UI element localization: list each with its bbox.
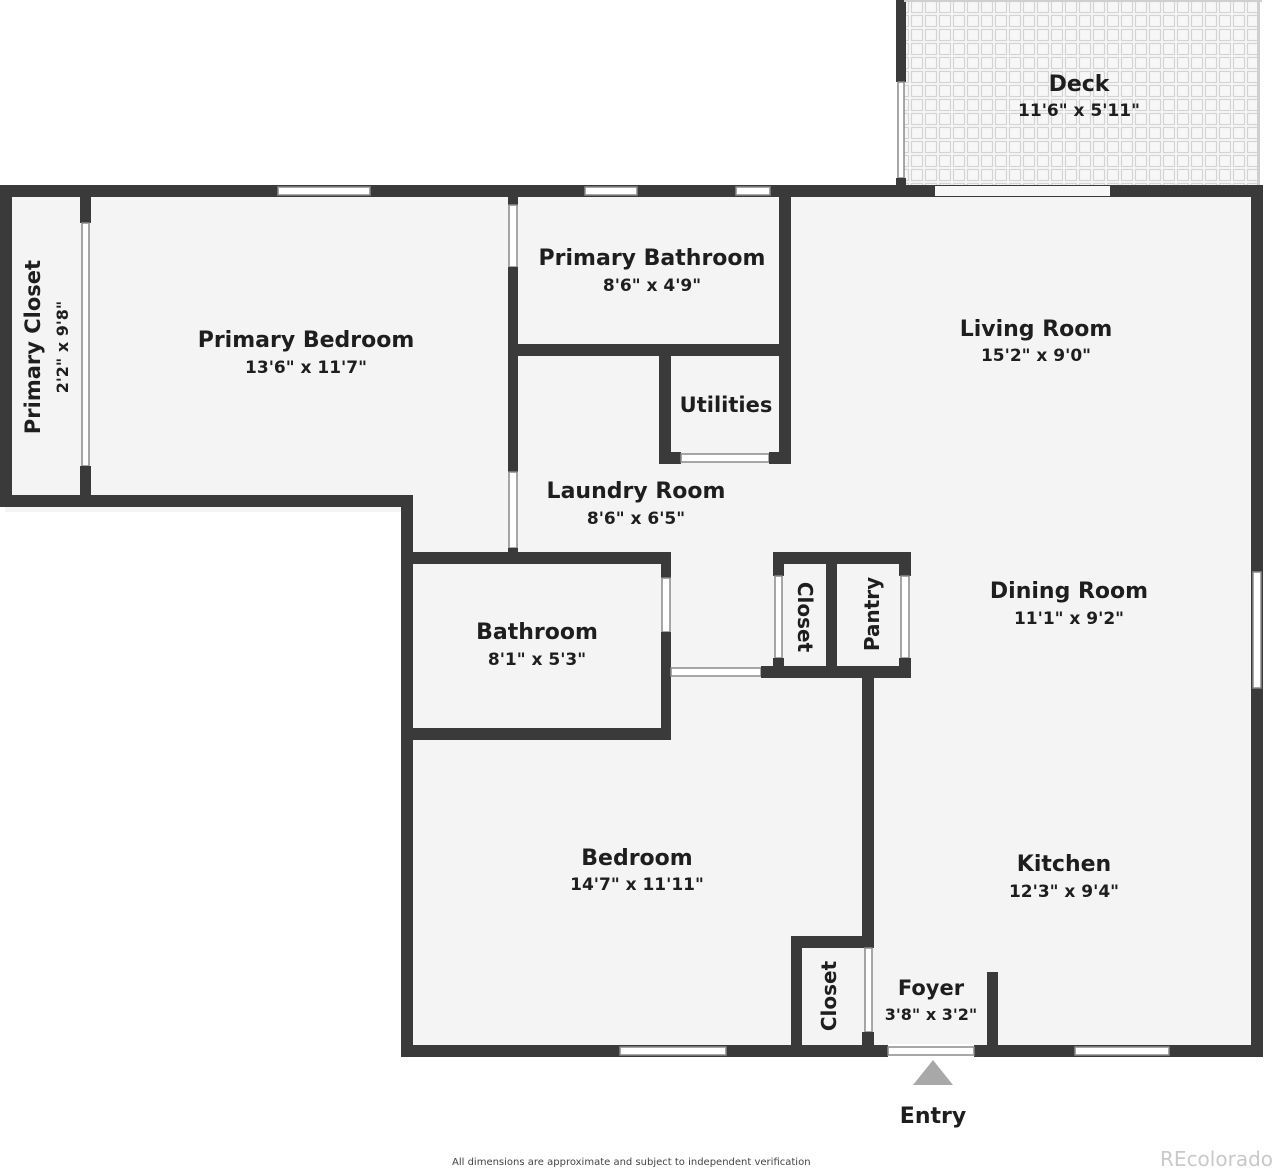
kitchen-name: Kitchen	[1017, 852, 1111, 877]
utilities-name: Utilities	[680, 393, 773, 417]
kitchen-dims: 12'3" x 9'4"	[1009, 882, 1119, 902]
bedroom-dims: 14'7" x 11'11"	[570, 875, 704, 895]
primary-bathroom-dims: 8'6" x 4'9"	[603, 276, 701, 296]
primary-closet-name: Primary Closet	[21, 260, 45, 434]
disclaimer-note: All dimensions are approximate and subje…	[452, 1157, 811, 1168]
interior-walls	[80, 195, 998, 1057]
foyer-name: Foyer	[898, 976, 965, 1000]
living-room-dims: 15'2" x 9'0"	[981, 346, 1091, 366]
entry-arrow-icon	[913, 1060, 953, 1085]
living-room-name: Living Room	[960, 317, 1113, 342]
primary-bathroom-name: Primary Bathroom	[539, 246, 766, 271]
hall-closet-name: Closet	[793, 582, 817, 653]
pantry-name: Pantry	[860, 577, 884, 651]
entry-label: Entry	[900, 1104, 966, 1129]
watermark-logo: REcolorado	[1160, 1147, 1273, 1171]
room-labels: Deck 11'6" x 5'11" Primary Closet 2'2" x…	[21, 72, 1148, 1129]
bathroom-name: Bathroom	[476, 620, 598, 645]
bathroom-dims: 8'1" x 5'3"	[488, 650, 586, 670]
deck-dims: 11'6" x 5'11"	[1018, 101, 1140, 121]
bedroom-closet-name: Closet	[817, 960, 841, 1031]
windows	[277, 186, 1262, 1058]
laundry-room-name: Laundry Room	[547, 479, 726, 504]
deck-floor	[900, 2, 1260, 189]
dining-room-name: Dining Room	[990, 579, 1148, 604]
deck-name: Deck	[1049, 72, 1111, 97]
foyer-dims: 3'8" x 3'2"	[885, 1005, 977, 1024]
primary-bedroom-dims: 13'6" x 11'7"	[245, 358, 367, 378]
primary-bedroom-name: Primary Bedroom	[198, 328, 415, 353]
bedroom-name: Bedroom	[581, 846, 692, 871]
laundry-room-dims: 8'6" x 6'5"	[587, 509, 685, 529]
primary-closet-dims: 2'2" x 9'8"	[53, 301, 72, 393]
dining-room-dims: 11'1" x 9'2"	[1014, 609, 1124, 629]
